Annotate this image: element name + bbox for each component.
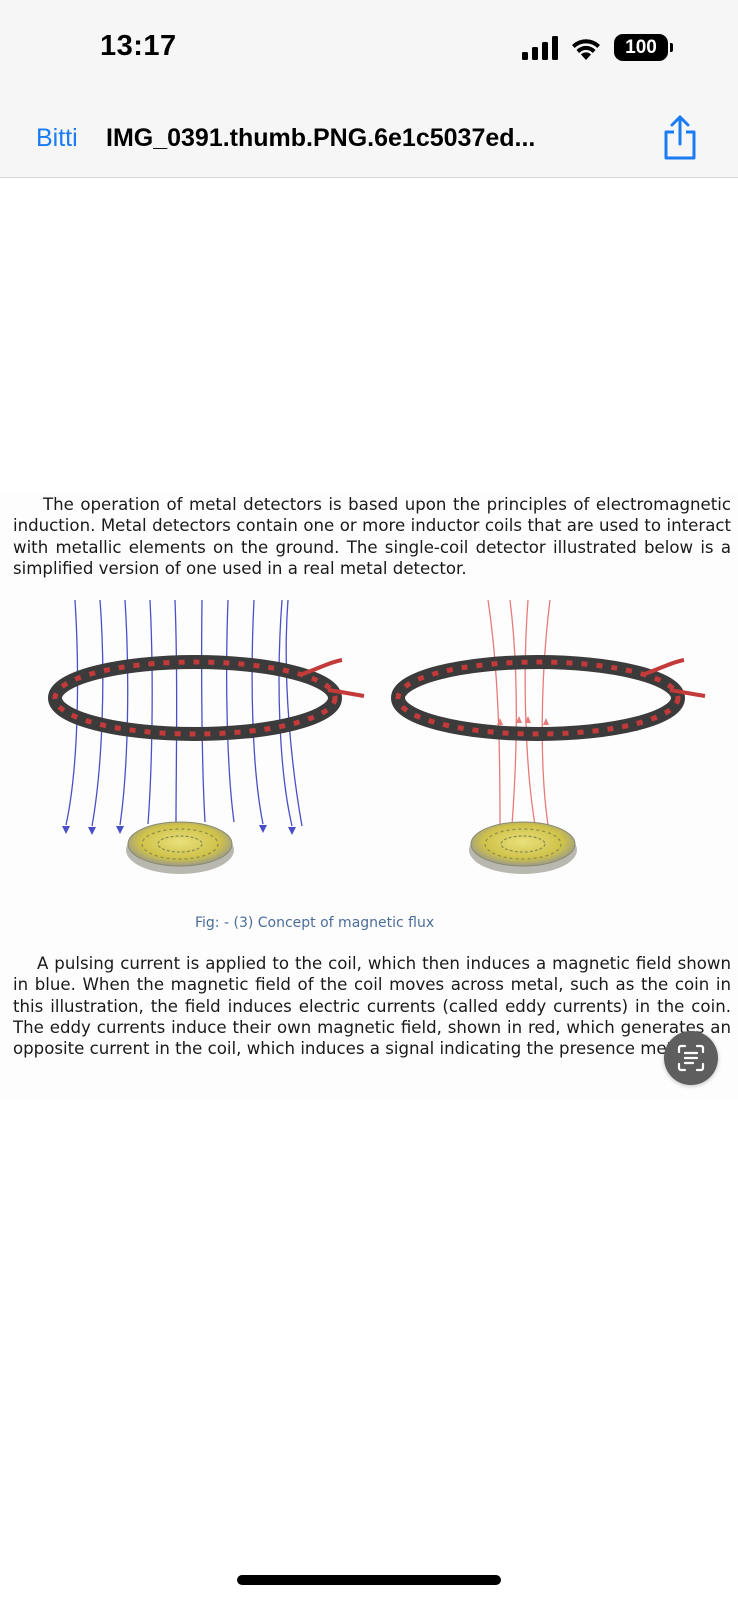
coil-blue-field: [48, 600, 365, 874]
status-bar: 13:17 100: [0, 0, 738, 100]
live-text-icon: [677, 1044, 705, 1072]
live-text-button[interactable]: [664, 1031, 718, 1085]
wifi-icon: [572, 38, 600, 60]
nav-bar: Bitti IMG_0391.thumb.PNG.6e1c5037ed...: [0, 100, 738, 178]
status-time: 13:17: [100, 30, 177, 62]
battery-level: 100: [625, 36, 657, 58]
status-icons: 100: [522, 34, 673, 61]
paragraph-intro: The operation of metal detectors is base…: [13, 495, 731, 578]
battery-icon: 100: [614, 34, 673, 61]
home-indicator[interactable]: [237, 1575, 501, 1585]
document-page: The operation of metal detectors is base…: [0, 490, 738, 1100]
figure-caption: Fig: - (3) Concept of magnetic flux: [195, 915, 435, 931]
share-icon: [664, 115, 696, 160]
file-title: IMG_0391.thumb.PNG.6e1c5037ed...: [106, 124, 536, 152]
coil-red-field: [391, 600, 706, 874]
share-button[interactable]: [660, 114, 700, 162]
magnetic-flux-figure: [48, 600, 706, 874]
cellular-signal-icon: [522, 35, 558, 60]
paragraph-explanation: A pulsing current is applied to the coil…: [13, 954, 731, 1059]
done-button[interactable]: Bitti: [36, 124, 78, 152]
